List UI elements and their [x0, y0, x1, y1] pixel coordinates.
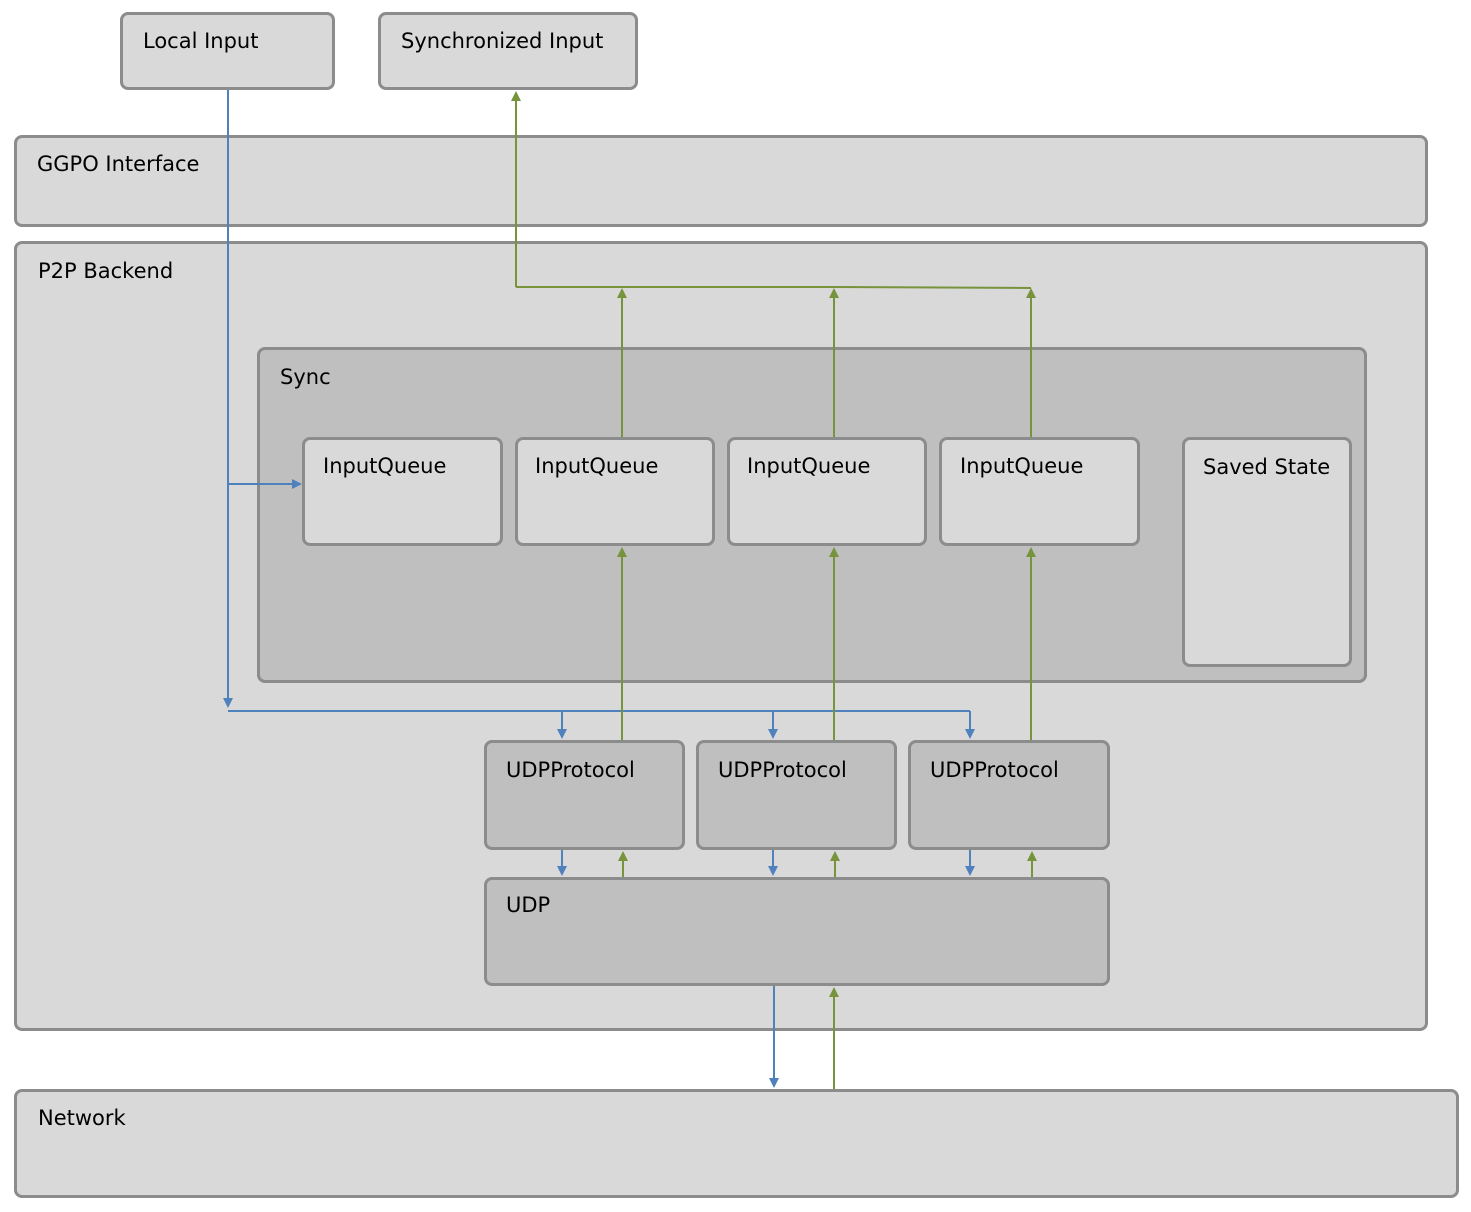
- udp-protocol-2: UDPProtocol: [696, 740, 897, 850]
- sync-label: Sync: [280, 365, 331, 389]
- synchronized-input-label: Synchronized Input: [401, 29, 604, 53]
- saved-state-box: Saved State: [1182, 437, 1352, 667]
- ggpo-interface-label: GGPO Interface: [37, 152, 200, 176]
- input-queue-label: InputQueue: [323, 454, 447, 478]
- input-queue-label: InputQueue: [747, 454, 871, 478]
- network-box: Network: [14, 1089, 1459, 1198]
- network-label: Network: [38, 1106, 126, 1130]
- input-queue-label: InputQueue: [535, 454, 659, 478]
- input-queue-1: InputQueue: [302, 437, 503, 546]
- local-input-label: Local Input: [143, 29, 259, 53]
- ggpo-interface-box: GGPO Interface: [14, 135, 1428, 227]
- udp-protocol-label: UDPProtocol: [718, 758, 847, 782]
- p2p-backend-label: P2P Backend: [38, 259, 174, 283]
- local-input-box: Local Input: [120, 12, 335, 90]
- input-queue-4: InputQueue: [939, 437, 1140, 546]
- input-queue-label: InputQueue: [960, 454, 1084, 478]
- input-queue-2: InputQueue: [515, 437, 715, 546]
- saved-state-label: Saved State: [1203, 455, 1331, 479]
- udp-protocol-label: UDPProtocol: [506, 758, 635, 782]
- synchronized-input-box: Synchronized Input: [378, 12, 638, 90]
- udp-protocol-3: UDPProtocol: [908, 740, 1110, 850]
- udp-protocol-1: UDPProtocol: [484, 740, 685, 850]
- input-queue-3: InputQueue: [727, 437, 927, 546]
- udp-protocol-label: UDPProtocol: [930, 758, 1059, 782]
- udp-box: UDP: [484, 877, 1110, 986]
- udp-label: UDP: [506, 893, 551, 917]
